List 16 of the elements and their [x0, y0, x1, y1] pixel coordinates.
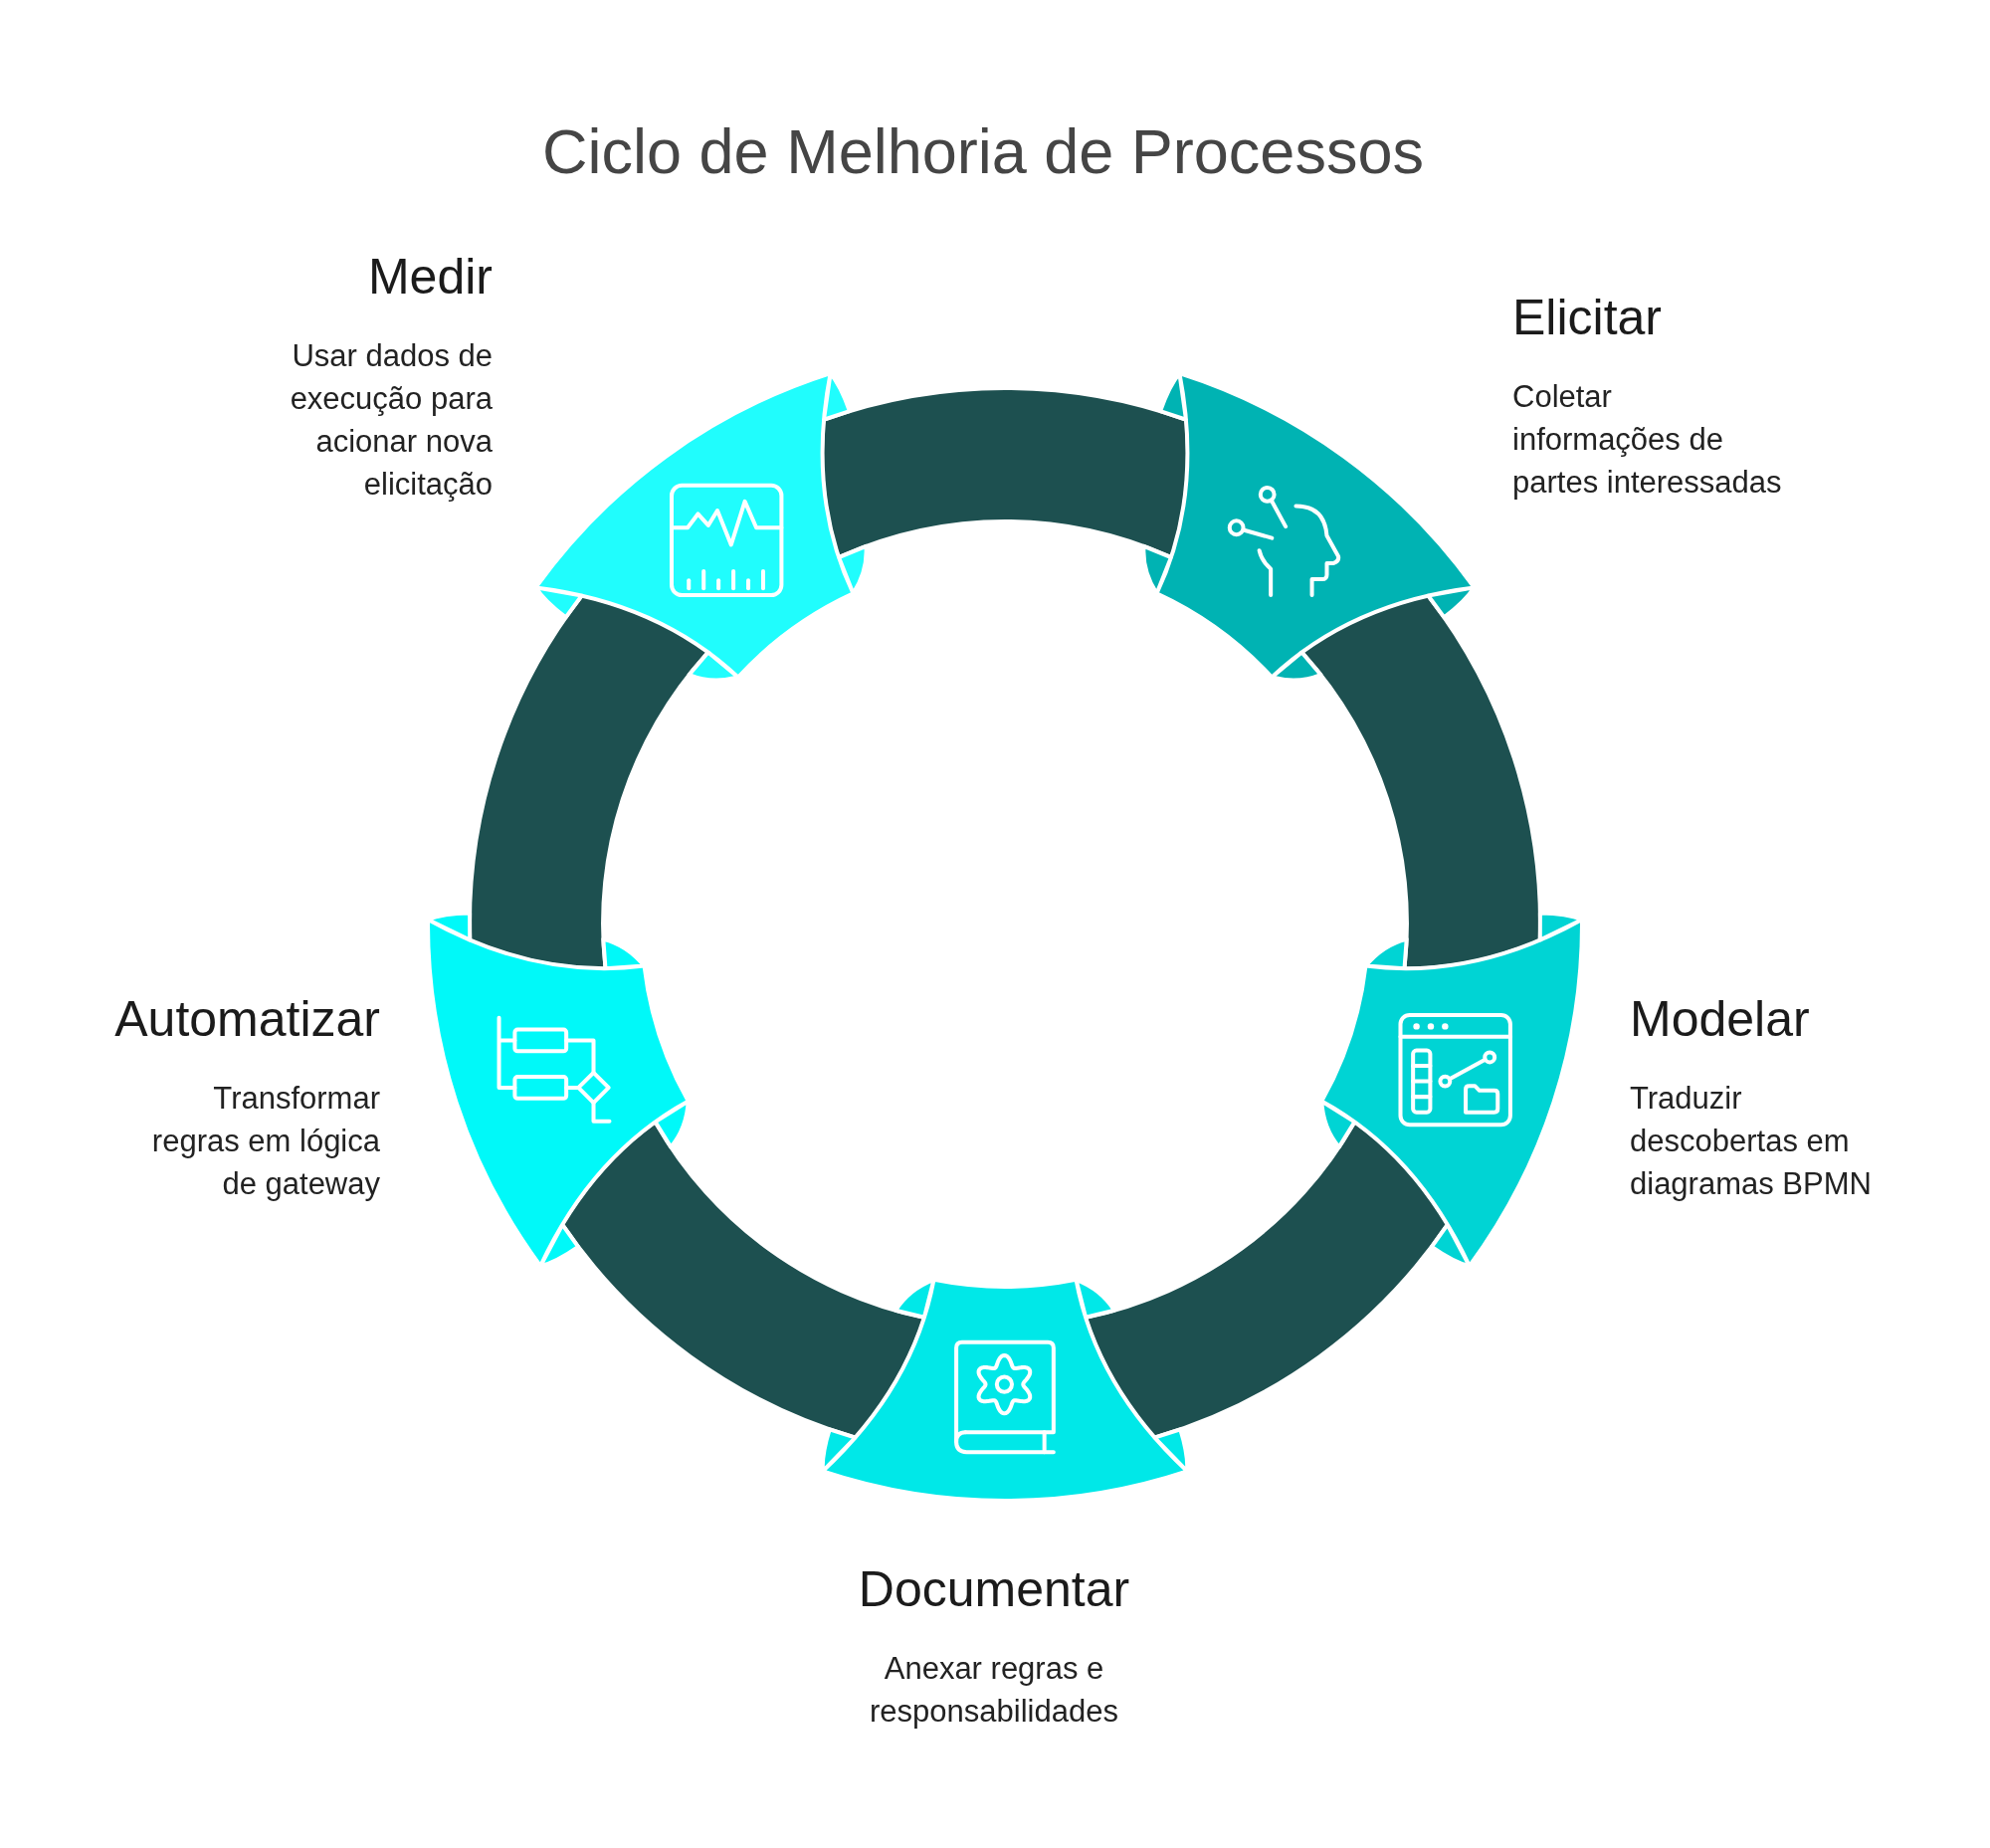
step-description: Anexar regras e responsabilidades [869, 1650, 1119, 1731]
step-heading: Modelar [1630, 990, 1810, 1049]
step-description: Coletar informações de partes interessadas [1512, 378, 1783, 502]
diagram-title: Ciclo de Melhoria de Processos [542, 115, 1424, 188]
step-heading: Automatizar [114, 990, 380, 1049]
step-heading: Documentar [858, 1560, 1130, 1619]
ring-arc [564, 1124, 922, 1436]
ring-arc [1088, 1124, 1446, 1436]
step-description: Usar dados de execução para acionar nova elicitação [289, 337, 493, 504]
step-description: Transformar regras em lógica de gateway [150, 1080, 380, 1203]
step-heading: Elicitar [1512, 289, 1663, 347]
ring-arc [472, 597, 706, 967]
step-description: Traduzir descobertas em diagramas BPMN [1630, 1080, 1873, 1203]
ring-arc [1303, 597, 1538, 967]
step-heading: Medir [367, 248, 493, 307]
ring-arc [824, 390, 1186, 555]
